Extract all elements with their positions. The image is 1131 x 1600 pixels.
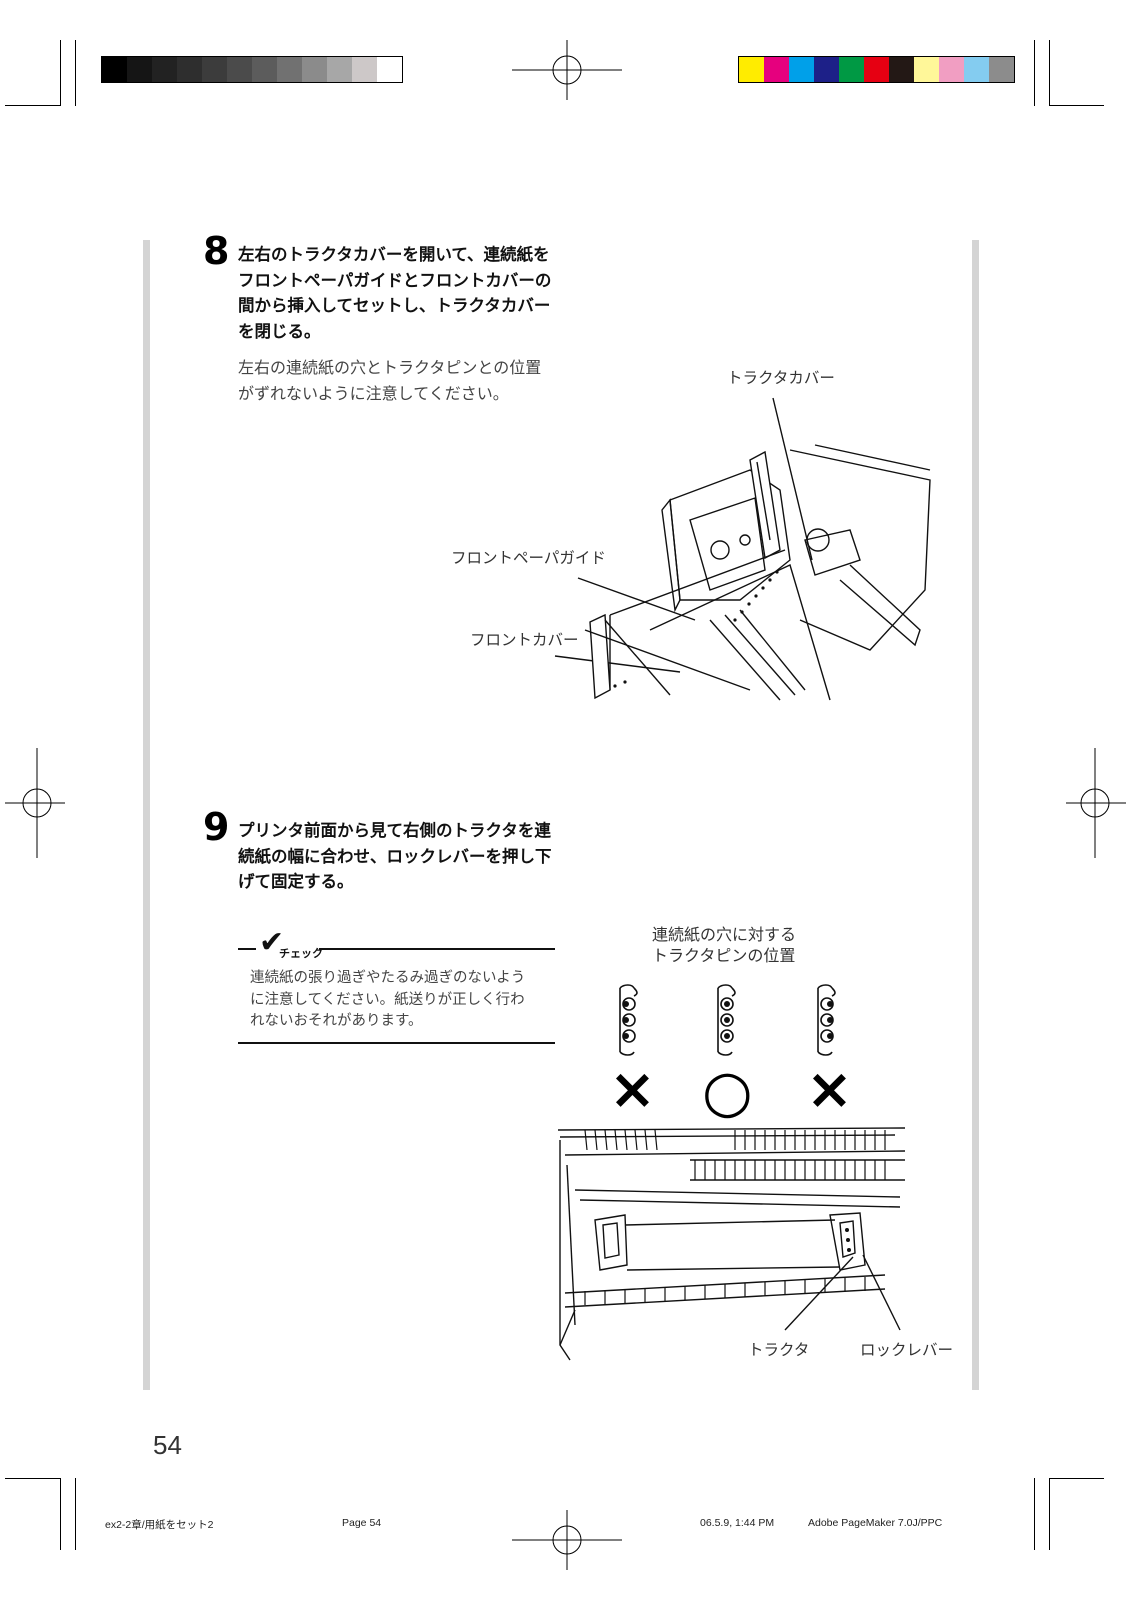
- gray-swatch: [352, 57, 377, 82]
- process-color-bar: [738, 56, 1015, 83]
- registration-mark-bottom: [512, 1510, 622, 1570]
- label-tractor: トラクタ: [748, 1341, 810, 1359]
- footer-date: 06.5.9, 1:44 PM: [700, 1517, 775, 1529]
- gray-swatch: [327, 57, 352, 82]
- color-swatch: [814, 57, 839, 82]
- color-swatch: [989, 57, 1014, 82]
- gray-swatch: [252, 57, 277, 82]
- label-front-cover: フロントカバー: [470, 631, 579, 649]
- gray-swatch: [177, 57, 202, 82]
- label-tractor-cover: トラクタカバー: [727, 369, 835, 387]
- color-swatch: [864, 57, 889, 82]
- label-lock-lever: ロックレバー: [860, 1341, 954, 1359]
- check-heading: チェック: [279, 947, 323, 960]
- check-note-text: 連続紙の張り過ぎやたるみ過ぎのないよう に注意してください。紙送りが正しく行わ …: [250, 970, 526, 1029]
- footer-app: Adobe PageMaker 7.0J/PPC: [808, 1517, 943, 1529]
- gray-swatch: [227, 57, 252, 82]
- registration-mark-right: [1066, 748, 1126, 858]
- check-mark-icon: ✔: [259, 925, 285, 960]
- registration-mark-top: [512, 40, 622, 100]
- right-margin-bar: [972, 240, 979, 1390]
- color-swatch: [739, 57, 764, 82]
- step-9-number: 9: [203, 805, 230, 849]
- color-swatch: [939, 57, 964, 82]
- color-swatch: [764, 57, 789, 82]
- page-number: 54: [153, 1430, 182, 1460]
- color-swatch: [889, 57, 914, 82]
- mark-incorrect-left: ×: [609, 1057, 656, 1122]
- gray-swatch: [202, 57, 227, 82]
- color-swatch: [789, 57, 814, 82]
- step-8-note: 左右の連続紙の穴とトラクタピンとの位置 がずれないように注意してください。: [238, 358, 542, 403]
- gray-swatch: [302, 57, 327, 82]
- label-front-paper-guide: フロントペーパガイド: [451, 549, 606, 567]
- tractor-mechanism-illustration: [557, 1127, 906, 1361]
- printer-tractor-illustration: [554, 397, 931, 701]
- registration-mark-left: [5, 748, 65, 858]
- grayscale-color-bar: [101, 56, 403, 83]
- step-9-instruction: プリンタ前面から見て右側のトラクタを連 続紙の幅に合わせ、ロックレバーを押し下 …: [238, 821, 552, 891]
- color-swatch: [964, 57, 989, 82]
- mark-correct: ○: [702, 1057, 753, 1125]
- color-swatch: [914, 57, 939, 82]
- step-8-number: 8: [203, 229, 230, 273]
- gray-swatch: [127, 57, 152, 82]
- mark-incorrect-right: ×: [806, 1057, 853, 1122]
- left-margin-bar: [143, 240, 150, 1390]
- gray-swatch: [152, 57, 177, 82]
- pin-position-caption: 連続紙の穴に対する トラクタピンの位置: [652, 925, 797, 965]
- gray-swatch: [277, 57, 302, 82]
- footer-file: ex2-2章/用紙をセット2: [105, 1519, 214, 1531]
- gray-swatch: [102, 57, 127, 82]
- pin-hole-diagrams: [619, 984, 836, 1056]
- step-8-instruction: 左右のトラクタカバーを開いて、連続紙を フロントペーパガイドとフロントカバーの …: [238, 245, 552, 341]
- footer-page: Page 54: [342, 1517, 382, 1529]
- gray-swatch: [377, 57, 402, 82]
- color-swatch: [839, 57, 864, 82]
